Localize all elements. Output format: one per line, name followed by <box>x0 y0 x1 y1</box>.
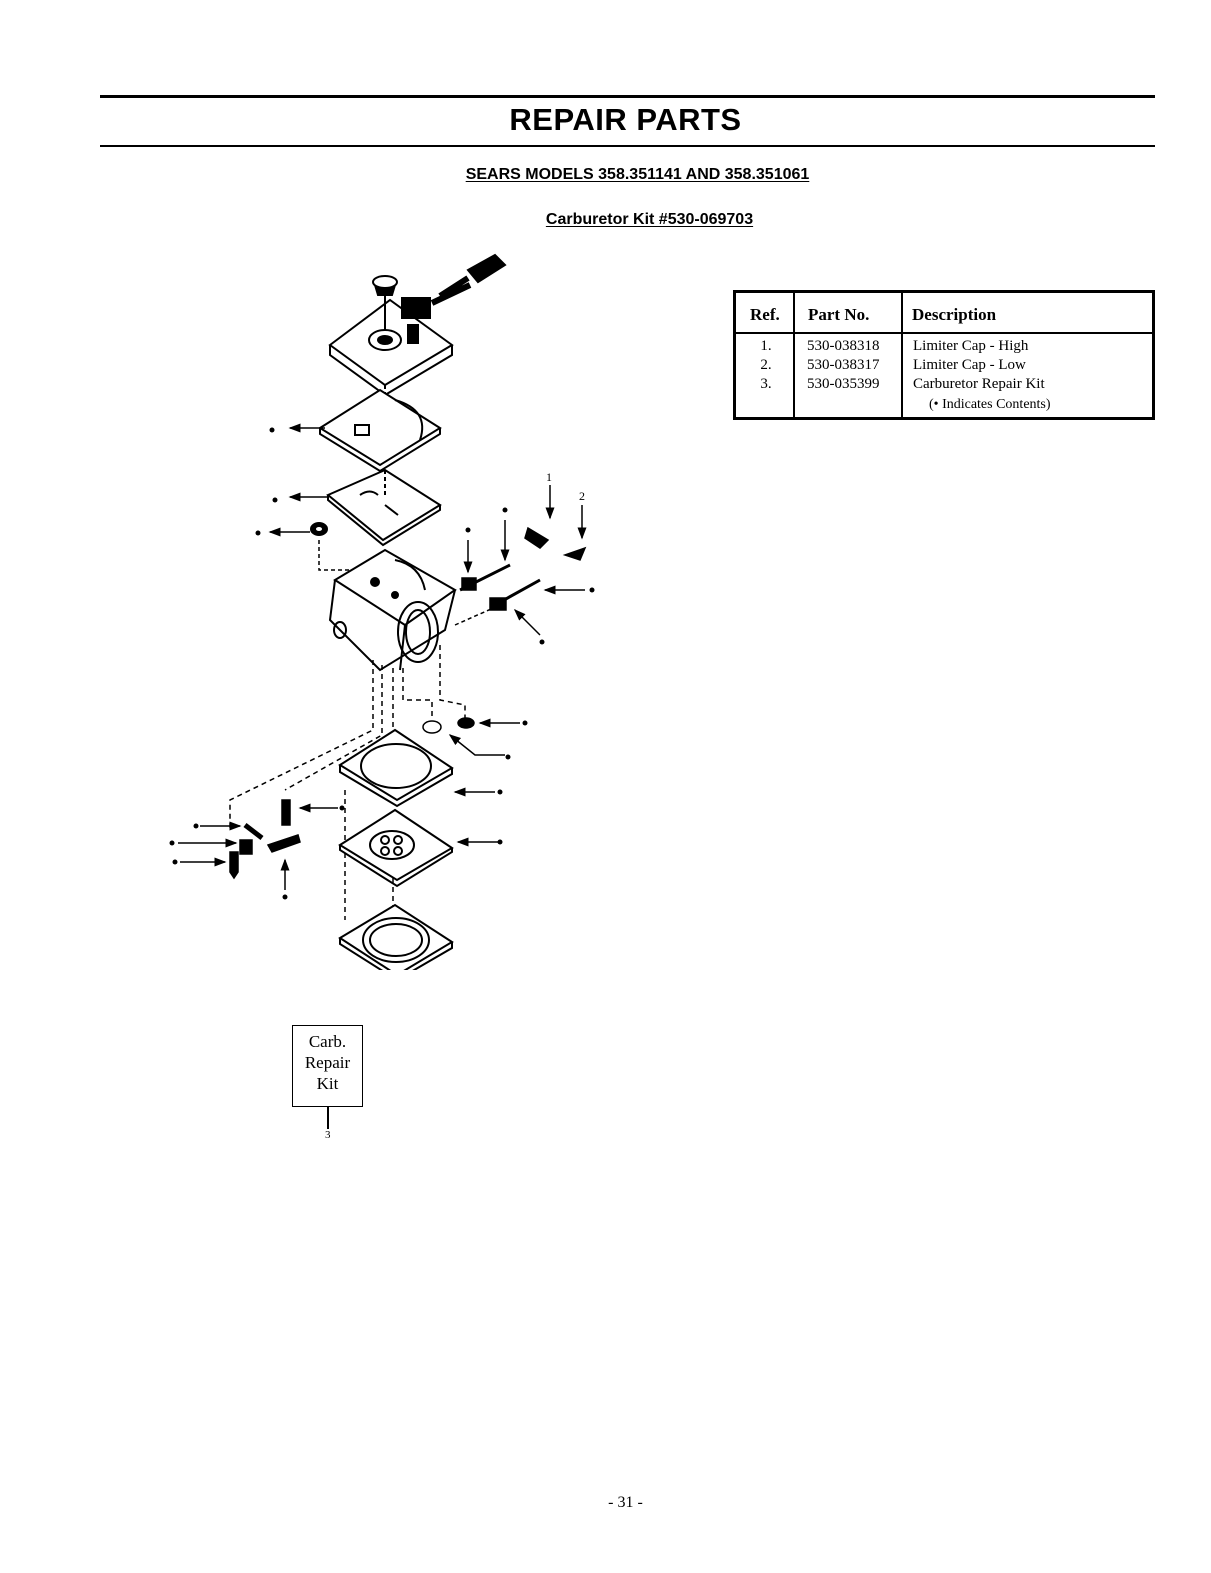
check-valve-parts <box>423 718 520 755</box>
filter-screen-part <box>270 523 360 570</box>
kit-ref-number: 3 <box>325 1129 331 1141</box>
page-number: - 31 - <box>0 1494 1211 1512</box>
row-2-description: Limiter Cap - Low <box>913 356 1026 375</box>
row-3-description: Carburetor Repair Kit <box>913 375 1045 394</box>
carburetor-body-part <box>330 550 455 670</box>
col-header-part-no: Part No. <box>808 305 869 325</box>
carb-repair-kit-box: Carb. Repair Kit <box>292 1025 363 1107</box>
pump-cover-part <box>330 255 505 400</box>
col-header-ref: Ref. <box>750 305 780 325</box>
row-1-part-no: 530-038318 <box>807 337 880 356</box>
callout-1: 1 <box>546 470 552 484</box>
header-bottom-rule <box>100 145 1155 147</box>
row-3-part-no: 530-035399 <box>807 375 880 394</box>
assembly-guide-lines <box>230 645 465 920</box>
row-2-ref: 2. <box>736 356 796 375</box>
kit-leader-line <box>327 1107 329 1129</box>
row-2-part-no: 530-038317 <box>807 356 880 375</box>
metering-gasket-part <box>340 730 495 806</box>
callout-2: 2 <box>579 489 585 503</box>
kit-label-line-1: Carb. <box>293 1031 362 1052</box>
models-subtitle: SEARS MODELS 358.351141 AND 358.351061 <box>0 166 1211 184</box>
row-1-description: Limiter Cap - High <box>913 337 1028 356</box>
metering-cover-part <box>340 905 452 970</box>
contents-note: (• Indicates Contents) <box>929 395 1051 414</box>
adjustment-needles-part <box>455 485 585 635</box>
metering-diaphragm-part <box>340 810 498 886</box>
kit-subtitle: Carburetor Kit #530-069703 <box>12 211 1211 229</box>
header-top-rule <box>100 95 1155 98</box>
carburetor-exploded-diagram: 1 2 <box>160 250 620 970</box>
row-3-ref: 3. <box>736 375 796 394</box>
parts-table: Ref. Part No. Description 1. 530-038318 … <box>733 290 1155 420</box>
pump-gasket-part <box>290 390 440 471</box>
kit-label-line-3: Kit <box>293 1073 362 1094</box>
inlet-needle-lever-part <box>178 800 338 890</box>
page-title: REPAIR PARTS <box>0 102 1211 138</box>
col-header-description: Description <box>912 305 996 325</box>
kit-label-line-2: Repair <box>293 1052 362 1073</box>
row-1-ref: 1. <box>736 337 796 356</box>
